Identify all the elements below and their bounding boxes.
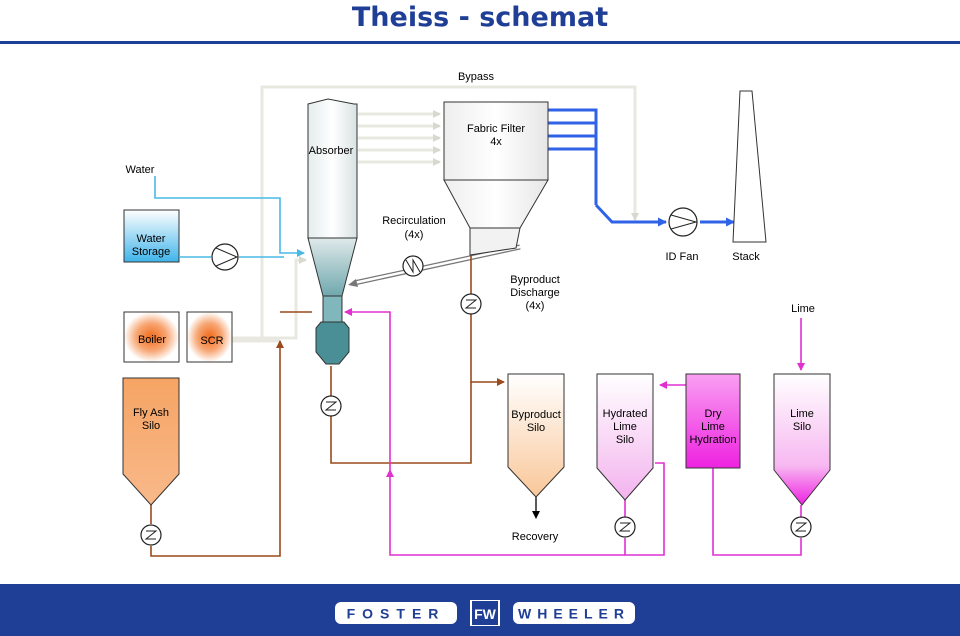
scr-label: SCR — [200, 335, 223, 347]
rotary-valve-icon-5 — [790, 516, 812, 538]
id-fan-label: ID Fan — [665, 251, 698, 263]
water-storage-label-2: Storage — [132, 246, 171, 258]
logo-foster-text: FOSTER — [347, 606, 446, 622]
boiler-label: Boiler — [138, 334, 166, 346]
byproduct-lines — [150, 255, 505, 557]
scr — [186, 311, 233, 363]
water-lines — [154, 176, 305, 258]
rotary-valve-icon-3 — [140, 524, 162, 546]
recirculation-label-1: Recirculation — [382, 215, 446, 227]
hydrated-lime-silo-label-1: Hydrated — [603, 408, 648, 420]
dry-lime-hydration-label-1: Dry — [704, 408, 722, 420]
lime-label: Lime — [791, 303, 815, 315]
byproduct-silo-label-1: Byproduct — [511, 409, 561, 421]
recirculation-valve-icon — [402, 255, 424, 277]
recovery-label: Recovery — [512, 531, 559, 543]
boiler — [123, 311, 180, 363]
clean-gas-lines — [548, 108, 735, 227]
foster-wheeler-logo: FOSTER WHEELER FW — [335, 600, 635, 626]
bypass-label: Bypass — [458, 71, 495, 83]
byproduct-silo — [507, 373, 565, 498]
dry-lime-hydration-label-2: Lime — [701, 421, 725, 433]
fly-ash-silo-label-1: Fly Ash — [133, 407, 169, 419]
fly-ash-silo — [122, 377, 180, 506]
rotary-valve-icon-2 — [320, 395, 342, 417]
scr-to-absorber-line — [232, 256, 307, 340]
byproduct-discharge-label-2: Discharge — [510, 287, 560, 299]
logo-wheeler-text: WHEELER — [518, 606, 630, 622]
byproduct-discharge-label-3: (4x) — [526, 300, 545, 312]
byproduct-discharge-label-1: Byproduct — [510, 274, 560, 286]
page-title: Theiss - schemat — [351, 2, 609, 33]
dry-lime-hydration-unit — [685, 373, 741, 469]
rotary-valve-icon-4 — [614, 516, 636, 538]
hydrated-lime-silo — [596, 373, 654, 501]
absorber-label: Absorber — [309, 145, 354, 157]
fly-ash-silo-label-2: Silo — [142, 420, 160, 432]
stack — [732, 90, 767, 243]
hydrated-lime-silo-label-3: Silo — [616, 434, 634, 446]
water-label: Water — [126, 164, 155, 176]
recirculation-label-2: (4x) — [405, 229, 424, 241]
logo-fw-mark: FW — [474, 606, 497, 622]
fabric-filter-label-2: 4x — [490, 136, 502, 148]
flue-gas-lines — [232, 85, 639, 343]
title-rule — [0, 41, 960, 44]
rotary-valve-icon-1 — [460, 293, 482, 315]
fabric-filter-label-1: Fabric Filter — [467, 123, 525, 135]
lime-silo — [773, 373, 831, 506]
lime-lines — [344, 308, 805, 556]
water-storage-label-1: Water — [137, 233, 166, 245]
lime-silo-label-1: Lime — [790, 408, 814, 420]
water-storage-tank — [123, 209, 180, 263]
fabric-filter — [443, 101, 549, 256]
recirculation-line — [348, 244, 521, 287]
byproduct-silo-label-2: Silo — [527, 422, 545, 434]
stack-label: Stack — [732, 251, 760, 263]
id-fan-icon — [668, 207, 698, 237]
dry-lime-hydration-label-3: Hydration — [689, 434, 736, 446]
water-pump-icon — [211, 243, 239, 271]
lime-silo-label-2: Silo — [793, 421, 811, 433]
hydrated-lime-silo-label-2: Lime — [613, 421, 637, 433]
bypass-line — [260, 85, 639, 338]
absorber — [307, 98, 358, 365]
